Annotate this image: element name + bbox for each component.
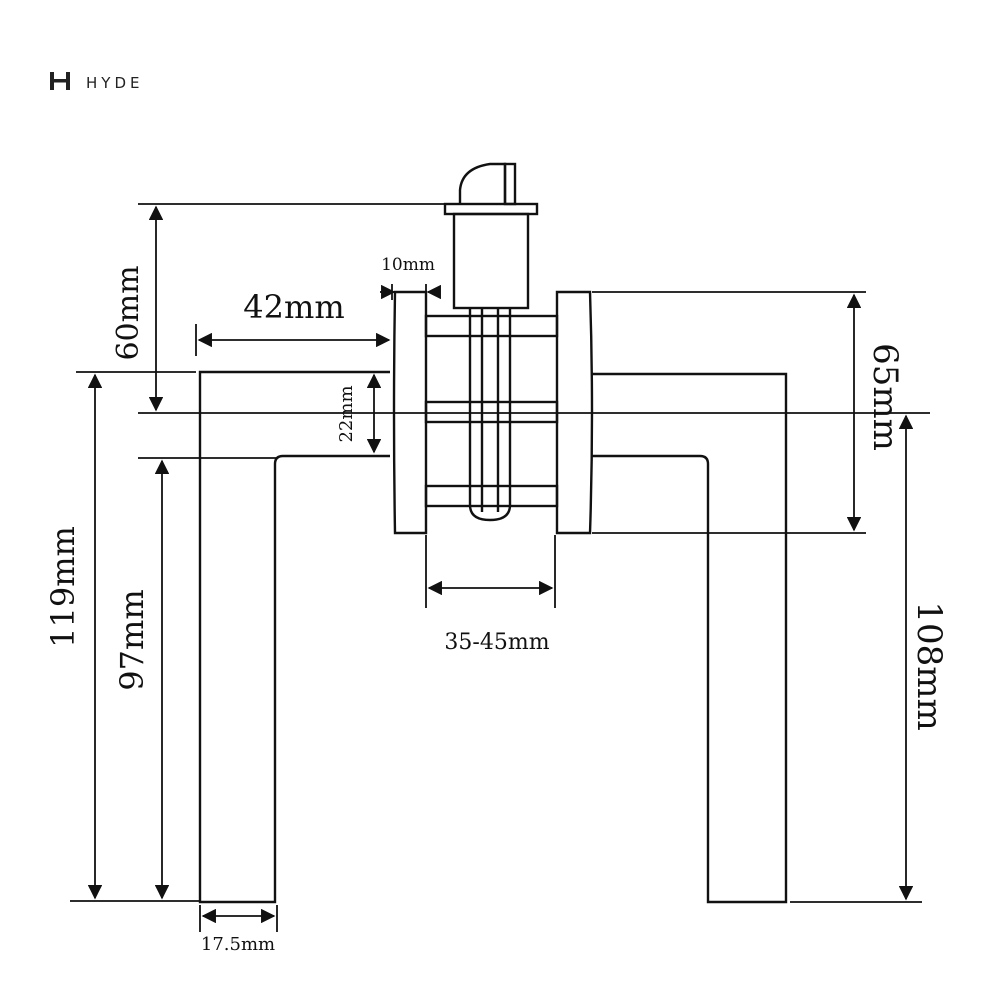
- left-rose: [392, 290, 428, 535]
- dimension-label-lever-projection: 42mm: [243, 288, 344, 326]
- h-monogram-icon: [50, 72, 70, 90]
- thumbturn: [443, 162, 539, 310]
- fixing-bolts: [424, 314, 559, 508]
- dimension-label-rose-thickness: 10mm: [381, 255, 435, 275]
- dimension-arrows: [87, 205, 914, 924]
- right-rose: [555, 290, 594, 535]
- brand-logo: HYDE: [50, 72, 143, 92]
- dimension-label-rose-height: 65mm: [865, 343, 905, 451]
- spindle: [468, 308, 512, 522]
- dimension-label-neck-height: 22mm: [336, 385, 357, 442]
- dimension-label-lever-width: 17.5mm: [201, 934, 275, 955]
- right-lever: [592, 372, 788, 904]
- dimension-label-door-thickness: 35-45mm: [444, 630, 549, 655]
- dimension-label-thumbturn-height: 60mm: [111, 265, 146, 360]
- left-lever: [198, 370, 390, 904]
- dimension-label-overall-left-height: 119mm: [44, 526, 82, 648]
- brand-name: HYDE: [86, 74, 143, 92]
- dimension-label-overall-right-height: 108mm: [909, 601, 949, 730]
- dimension-label-lever-drop: 97mm: [113, 589, 151, 690]
